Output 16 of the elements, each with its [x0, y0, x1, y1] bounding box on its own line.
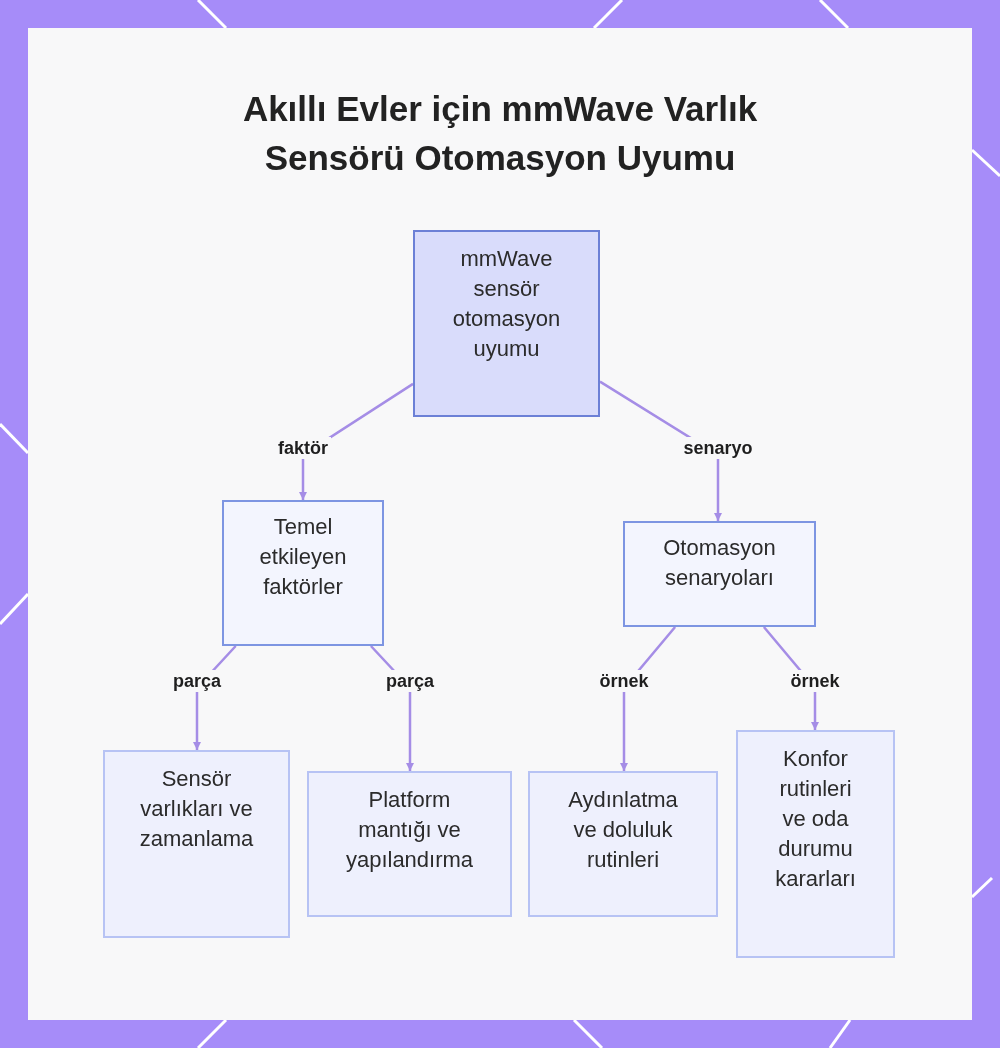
node-text: Otomasyon senaryoları [662, 534, 777, 592]
node-text: Temel etkileyen faktörler [258, 513, 348, 601]
item-box [307, 771, 512, 917]
node-text: Sensör varlıkları ve zamanlama [138, 765, 255, 853]
node-text: mmWave sensör otomasyon uyumu [451, 245, 562, 363]
diagram-title: Akıllı Evler için mmWave Varlık Sensörü Otomasyon Uyumu [241, 88, 759, 179]
item-box [736, 730, 895, 958]
category-box [222, 500, 384, 646]
category-box [623, 521, 816, 627]
item-box [103, 750, 290, 938]
topic-box [413, 230, 600, 417]
edge-label: faktör [275, 437, 331, 459]
item-box [528, 771, 718, 917]
node-text: Platform mantığı ve yapılandırma [344, 786, 475, 874]
node-text: Konfor rutinleri ve oda durumu kararları [774, 745, 857, 893]
node-text: Aydınlatma ve doluluk rutinleri [567, 786, 679, 874]
